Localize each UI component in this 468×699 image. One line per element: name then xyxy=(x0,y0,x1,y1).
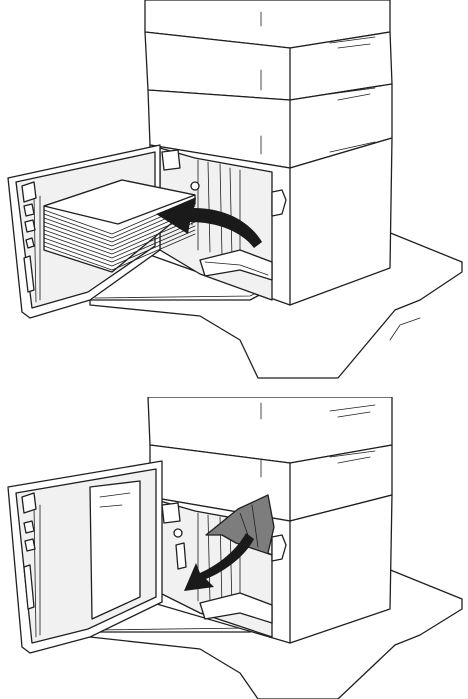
printer-illustration-bottom xyxy=(0,397,468,699)
panel-clear-jam xyxy=(0,397,468,699)
printer-illustration-top xyxy=(0,0,468,380)
panel-load-envelopes xyxy=(0,0,468,380)
side-door xyxy=(8,461,162,653)
printer-body xyxy=(145,0,392,305)
